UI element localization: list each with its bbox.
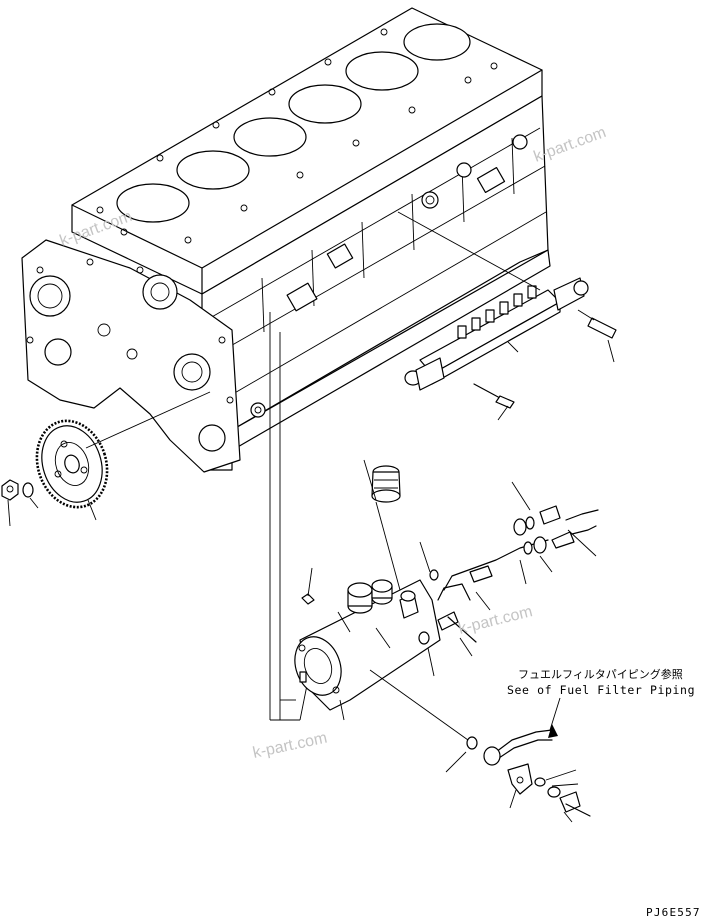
gear-washer [22,482,34,498]
rail-bolt-upper [577,309,617,339]
rail-bolt-lower [473,383,515,409]
block-ribs [250,134,528,418]
callout-leaders [7,339,615,823]
reference-note-english: See of Fuel Filter Piping [507,683,695,697]
pump-key [301,593,315,605]
pump-bolt [437,611,477,643]
watermark-3: k-part.com [457,603,534,638]
gear-nut [1,479,19,501]
drive-gear [35,391,211,509]
cylinder-block [71,7,551,471]
reference-note-japanese: フュエルフィルタパイピング参照 [518,667,683,681]
pipe-seal-washer [466,736,478,750]
common-rail [397,211,589,391]
head-bolt-holes [96,28,498,244]
watermark-4: k-part.com [251,730,328,762]
banjo-fittings [513,505,599,555]
drawing-code: PJ6E557 [646,906,701,919]
fuel-filter-pipe [483,697,591,817]
supply-pump [294,579,441,721]
cylinder-bores [116,23,471,223]
pump-washer [418,631,430,645]
plug [371,465,401,591]
rail-injector-ports [457,285,537,339]
gear-housing [21,239,241,473]
